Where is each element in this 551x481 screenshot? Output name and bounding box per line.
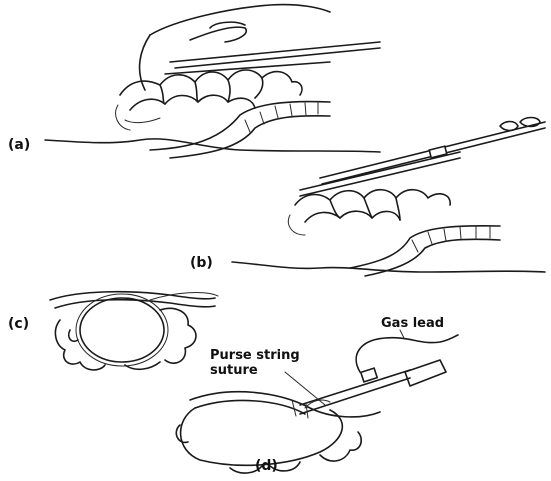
purse-string-label-line1: Purse string xyxy=(210,348,300,363)
abdominal-wall-d xyxy=(190,392,380,417)
panel-a-illustration xyxy=(45,5,380,158)
body-contour-a xyxy=(45,139,380,152)
panel-label-d: (d) xyxy=(255,458,278,474)
panel-c-illustration xyxy=(50,292,218,370)
spine-b xyxy=(350,226,500,268)
body-contour-b xyxy=(232,262,545,272)
gas-lead-label: Gas lead xyxy=(381,316,444,331)
purse-string-label-line2: suture xyxy=(210,363,300,378)
purse-string-suture-label: Purse string suture xyxy=(210,348,300,378)
inflated-cavity xyxy=(80,298,164,362)
panel-label-b: (b) xyxy=(190,255,213,271)
inflated-cavity-d xyxy=(181,408,343,465)
hand-outline xyxy=(150,5,330,35)
panel-b-illustration xyxy=(232,118,545,277)
spine-a xyxy=(150,102,330,150)
port-instrument xyxy=(300,370,410,405)
panel-label-c: (c) xyxy=(8,316,29,332)
bowel-loops-a xyxy=(120,70,302,95)
panel-label-a: (a) xyxy=(8,137,30,153)
